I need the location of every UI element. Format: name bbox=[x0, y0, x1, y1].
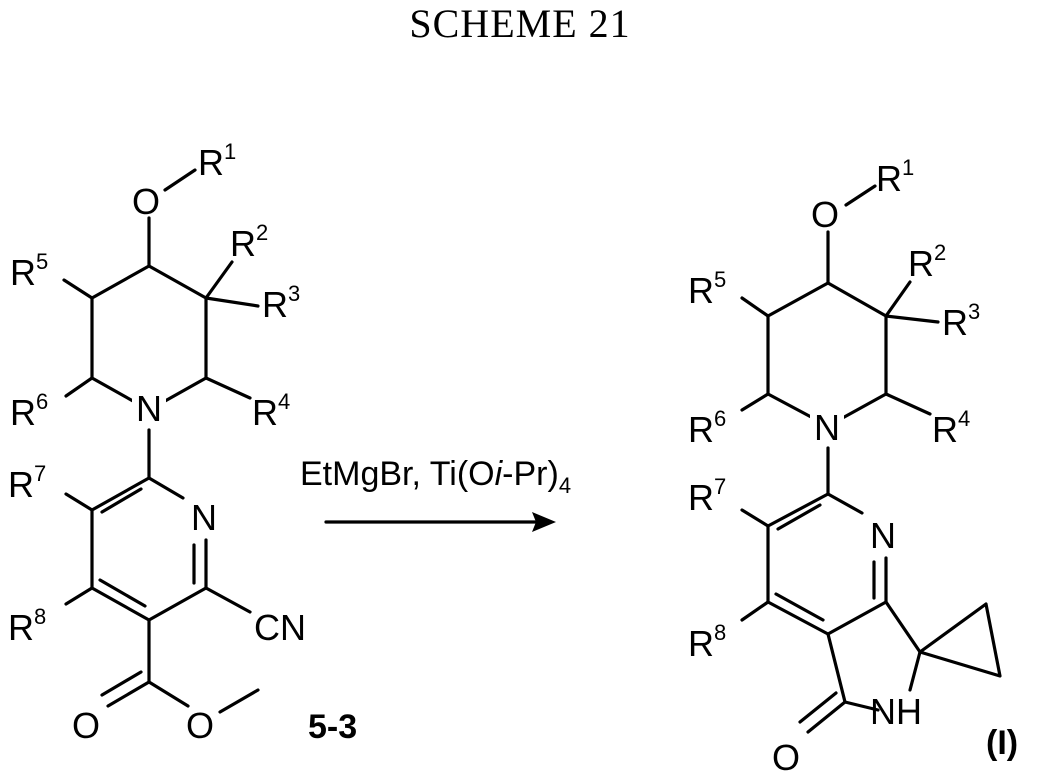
bond-r3 bbox=[206, 298, 258, 306]
product-r4: R4 bbox=[932, 406, 970, 450]
product-r2: R2 bbox=[908, 240, 946, 284]
product-r8: R8 bbox=[688, 620, 726, 664]
bond-lactam-co bbox=[808, 702, 845, 732]
reactant-piperidine-n: N bbox=[136, 388, 162, 429]
bond-methyl bbox=[220, 690, 258, 712]
bond-r8-prod bbox=[742, 602, 768, 620]
bond-c-n-pyr bbox=[149, 478, 183, 498]
reactant-oxygen-ether: O bbox=[132, 181, 160, 222]
bond-spiro-nh bbox=[910, 652, 920, 690]
reactant-r6: R6 bbox=[10, 389, 48, 433]
reactant-r2: R2 bbox=[230, 220, 268, 264]
product-label: (I) bbox=[986, 724, 1018, 762]
bond-ester-o bbox=[149, 682, 188, 706]
bond-c-n-pyr-prod bbox=[828, 494, 862, 513]
bond-pyr-double-2-prod bbox=[776, 594, 823, 620]
bond-r8 bbox=[66, 588, 92, 604]
bond-pyr-double-2 bbox=[100, 580, 145, 606]
product-nh: NH bbox=[870, 691, 922, 732]
bond-c-spiro bbox=[886, 602, 920, 652]
bond-r4 bbox=[206, 378, 250, 398]
reactant-label: 5-3 bbox=[308, 708, 357, 746]
reactant-structure: O R1 N R2 R3 R4 R5 R6 N R7 R8 bbox=[8, 139, 306, 746]
bond-r2 bbox=[206, 262, 232, 298]
product-r6: R6 bbox=[688, 406, 726, 450]
reactant-r1: R1 bbox=[198, 139, 236, 183]
reactant-cn: CN bbox=[254, 607, 306, 648]
bond-r4-prod bbox=[886, 394, 930, 414]
bond-r6-prod bbox=[742, 394, 768, 410]
product-structure: O R1 N R2 R3 R4 R5 R6 N R7 R8 bbox=[688, 155, 1000, 778]
product-r3: R3 bbox=[942, 299, 980, 343]
pyridine-ring bbox=[92, 478, 206, 620]
bond-o-r1-prod bbox=[846, 186, 875, 205]
product-oxygen-ether: O bbox=[811, 194, 839, 235]
reactant-r5: R5 bbox=[10, 249, 48, 293]
product-piperidine-n: N bbox=[814, 407, 840, 448]
product-lactam-o: O bbox=[772, 737, 800, 778]
bond-r7 bbox=[66, 494, 92, 510]
bond-o-r1 bbox=[165, 170, 195, 190]
bond-r5-prod bbox=[742, 298, 768, 316]
reactant-r7: R7 bbox=[8, 461, 46, 505]
product-pyridine-ring bbox=[768, 494, 886, 634]
scheme-title: SCHEME 21 bbox=[409, 1, 630, 46]
reactant-ester-o: O bbox=[186, 705, 214, 746]
bond-lactam-co-double bbox=[800, 693, 836, 722]
bond-r3-prod bbox=[886, 316, 938, 322]
reactant-r8: R8 bbox=[8, 604, 46, 648]
product-r1: R1 bbox=[876, 155, 914, 199]
bond-cn bbox=[206, 588, 250, 612]
product-r5: R5 bbox=[688, 267, 726, 311]
reactant-pyridine-n: N bbox=[191, 497, 217, 538]
bond-carbonyl bbox=[108, 682, 149, 706]
cyclopropane-ring bbox=[920, 604, 1000, 676]
product-r7: R7 bbox=[688, 474, 726, 518]
bond-r5 bbox=[64, 280, 92, 298]
bond-r6 bbox=[66, 378, 92, 396]
reactant-carbonyl-o: O bbox=[72, 705, 100, 746]
reagent-text: EtMgBr, Ti(Oi-Pr)4 bbox=[300, 455, 571, 498]
reactant-r4: R4 bbox=[252, 389, 290, 433]
reactant-r3: R3 bbox=[262, 281, 300, 325]
bond-r2-prod bbox=[886, 282, 910, 316]
bond-r7-prod bbox=[742, 510, 768, 526]
product-pyridine-n: N bbox=[870, 515, 896, 556]
